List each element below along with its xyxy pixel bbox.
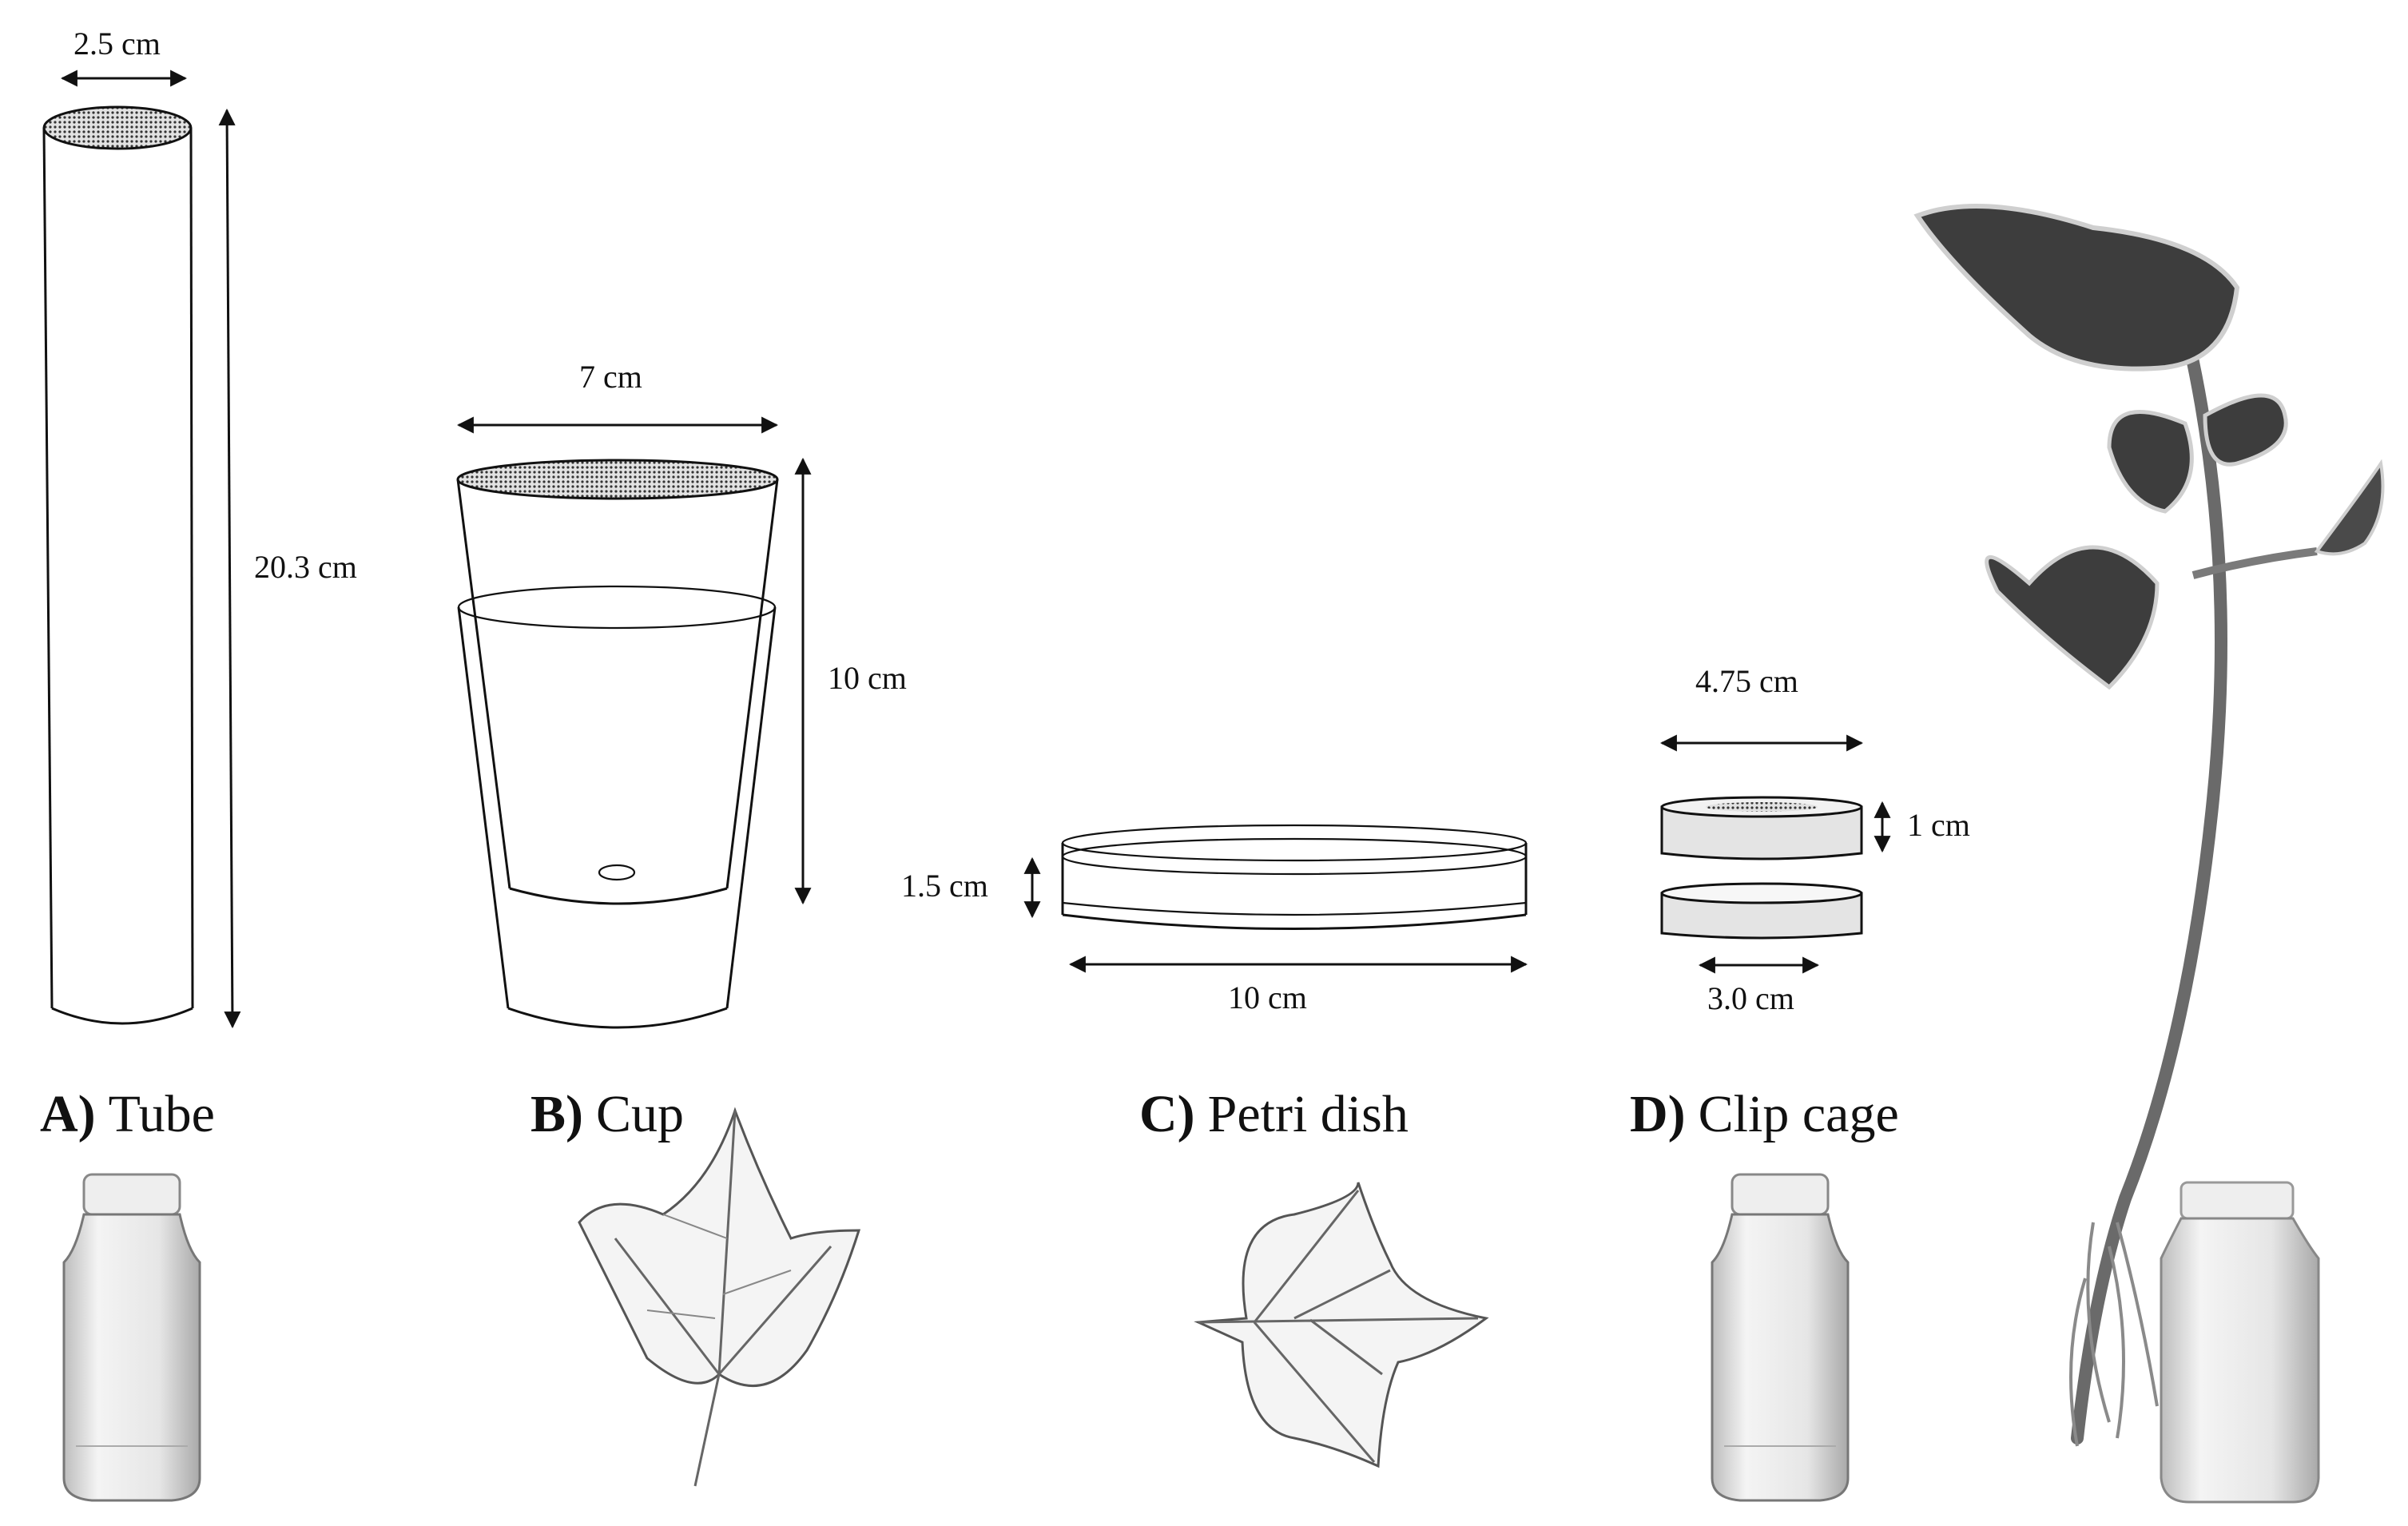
- petri-caption-letter: C): [1139, 1085, 1195, 1143]
- clip-outer-width-label: 4.75 cm: [1695, 663, 1798, 699]
- glass-vial-icon: [62, 1173, 201, 1502]
- petri-width-label: 10 cm: [1228, 980, 1307, 1015]
- petri-height-label: 1.5 cm: [901, 868, 988, 904]
- tube-caption-name: Tube: [109, 1085, 215, 1143]
- cup-width-label: 7 cm: [579, 359, 642, 395]
- clip-caption-name: Clip cage: [1699, 1085, 1899, 1143]
- cup-diagram: 7 cm 10 cm B) Cup: [456, 359, 907, 1143]
- leaf-icon: [1194, 1182, 1489, 1468]
- cup-caption-name: Cup: [596, 1085, 684, 1143]
- clip-cage-diagram: 4.75 cm 1 cm 3.0 cm D) Clip cage: [1630, 663, 1970, 1143]
- cup-height-label: 10 cm: [828, 660, 907, 696]
- plant-cutting-icon: [1913, 204, 2385, 1504]
- leaf-icon: [578, 1107, 861, 1487]
- tube-diagram: 2.5 cm 20.3 cm A) Tube: [40, 26, 357, 1143]
- tube-height-arrow: [218, 108, 241, 1029]
- petri-caption-name: Petri dish: [1208, 1085, 1409, 1143]
- tube-caption-letter: A): [40, 1085, 96, 1143]
- clip-mesh: [1706, 802, 1818, 812]
- tube-width-label: 2.5 cm: [74, 26, 161, 62]
- clip-height-label: 1 cm: [1907, 807, 1970, 843]
- tube-mesh-top: [42, 105, 193, 150]
- petri-dish-diagram: 1.5 cm 10 cm C) Petri dish: [901, 824, 1528, 1143]
- cup-hole: [598, 864, 636, 881]
- glass-vial-icon: [1711, 1173, 1850, 1502]
- cup-caption-letter: B): [530, 1085, 583, 1143]
- cup-mesh-top: [456, 459, 779, 500]
- clip-caption-letter: D): [1630, 1085, 1686, 1143]
- tube-height-label: 20.3 cm: [254, 549, 357, 585]
- clip-inner-width-label: 3.0 cm: [1707, 980, 1794, 1016]
